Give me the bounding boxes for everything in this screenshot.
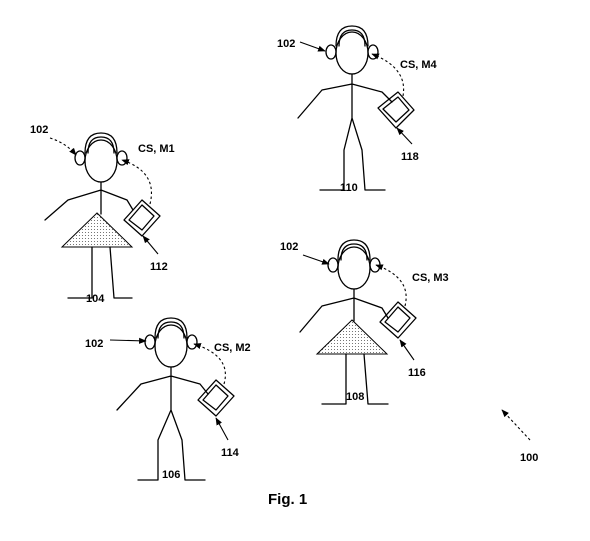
mobile-device-icon (123, 199, 161, 237)
signal-arrow (193, 343, 226, 385)
headphones-icon (144, 317, 198, 350)
headphones-icon (327, 239, 381, 273)
body (44, 181, 134, 299)
person-ref-label: 104 (86, 293, 105, 305)
person-ref-label: 106 (162, 469, 180, 481)
device-ref-label: 114 (221, 447, 240, 459)
skirt (60, 212, 134, 248)
headphone-ref-label: 102 (277, 38, 295, 50)
figure-caption: Fig. 1 (268, 491, 307, 508)
mobile-device-icon (377, 91, 415, 129)
device-ref-label: 118 (401, 151, 419, 163)
head (154, 324, 188, 368)
headphone-leader (109, 337, 147, 344)
headphone-leader (49, 137, 77, 156)
headphones-icon (325, 25, 379, 60)
device-leader (142, 235, 159, 255)
body (116, 366, 209, 481)
signal-label: CS, M1 (138, 143, 175, 155)
person-108: 102 CS, M3 116 108 (280, 239, 449, 405)
headphone-ref-label: 102 (85, 338, 103, 350)
signal-label: CS, M2 (214, 342, 251, 354)
body (299, 288, 389, 405)
person-106: 102 CS, M2 114 106 (85, 317, 251, 481)
signal-arrow (121, 159, 152, 205)
person-ref-label: 108 (346, 391, 364, 403)
headphones-icon (74, 132, 128, 166)
signal-arrow (371, 53, 405, 97)
headphone-leader (302, 254, 330, 265)
person-ref-label: 110 (340, 182, 358, 194)
device-leader (396, 127, 413, 145)
device-leader (399, 339, 415, 361)
person-104: 102 CS, M1 112 104 (30, 124, 175, 305)
head (335, 31, 369, 75)
headphone-leader (299, 41, 326, 52)
signal-arrow (375, 264, 407, 307)
device-ref-label: 116 (408, 367, 426, 379)
head (84, 139, 118, 183)
mobile-device-icon (379, 301, 417, 339)
system-leader (501, 409, 531, 441)
person-110: 102 CS, M4 118 110 (277, 25, 438, 194)
headphone-ref-label: 102 (280, 241, 298, 253)
head (337, 246, 371, 290)
signal-label: CS, M4 (400, 59, 438, 71)
signal-label: CS, M3 (412, 272, 449, 284)
device-ref-label: 112 (150, 261, 168, 273)
system-reference: 100 (501, 409, 538, 464)
skirt (315, 319, 389, 355)
headphone-ref-label: 102 (30, 124, 48, 136)
mobile-device-icon (197, 379, 235, 417)
system-ref-label: 100 (520, 452, 538, 464)
device-leader (215, 417, 229, 441)
body (297, 73, 393, 191)
